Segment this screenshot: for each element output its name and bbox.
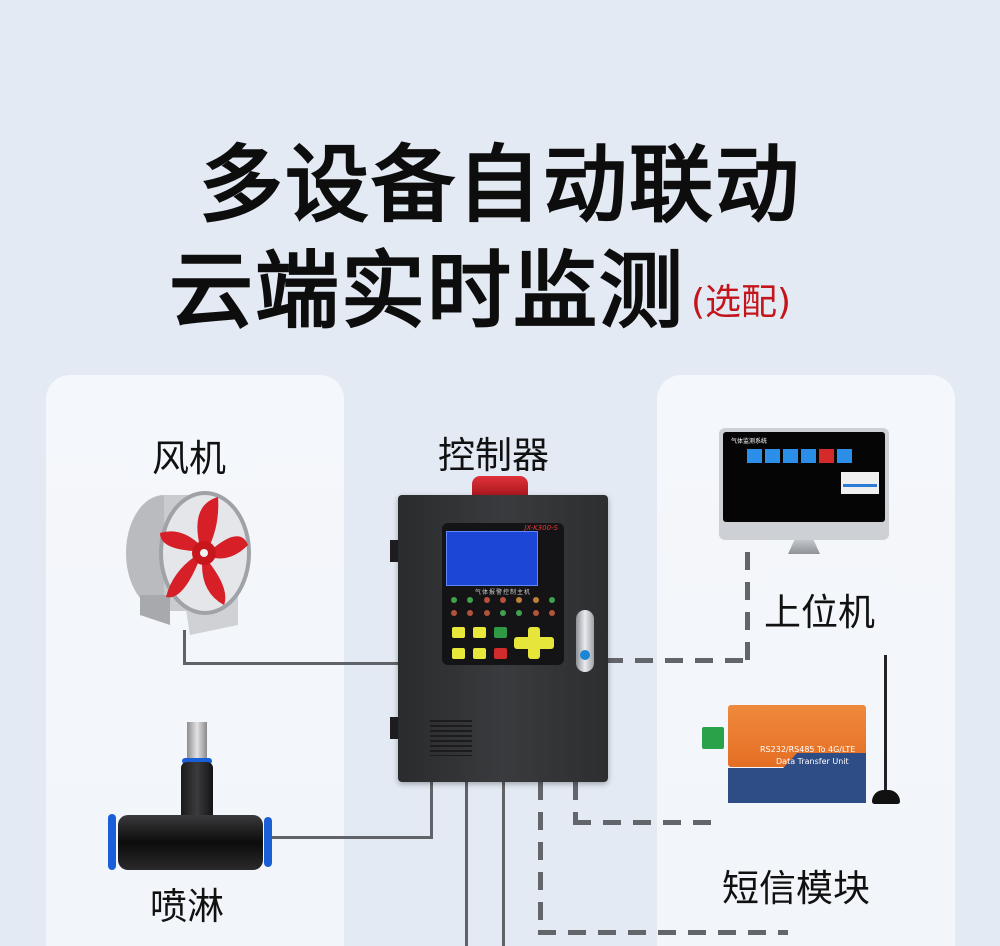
led-icon <box>451 597 458 603</box>
query-key-icon <box>452 627 465 638</box>
optional-note: (选配) <box>690 282 792 323</box>
side-latch-bottom <box>390 717 398 739</box>
fan-connector-vertical <box>183 630 186 665</box>
led-icon <box>499 610 506 616</box>
confirm-key-icon <box>494 627 507 638</box>
sprinkler-label: 喷淋 <box>150 885 224 928</box>
monitoring-software-screen: 气体监测系统 <box>723 432 885 522</box>
led-icon <box>467 597 474 603</box>
antenna-base <box>872 790 900 804</box>
sensor-tile-alarm <box>819 449 834 463</box>
headline-line-2-text: 云端实时监测 <box>168 242 685 340</box>
led-icon <box>483 610 490 616</box>
sms-dtu-module: RS232/RS485 To 4G/LTE Data Transfer Unit <box>728 705 866 805</box>
dtu-product-line-2: Data Transfer Unit <box>776 757 849 766</box>
side-latch-top <box>390 540 398 562</box>
host-pc-monitor: 气体监测系统 <box>719 428 889 540</box>
led-icon <box>516 610 523 616</box>
direction-pad-icon <box>514 627 554 659</box>
led-icon <box>467 610 474 616</box>
popup-dialog <box>841 472 879 494</box>
model-number: JX-K300-S <box>524 524 558 532</box>
led-icon <box>451 610 458 616</box>
alarm-beacon <box>472 476 528 498</box>
led-icon <box>516 597 523 603</box>
spray-nozzle-image <box>106 722 276 870</box>
mute-key-icon <box>473 648 486 659</box>
controller-front-panel: JX-K300-S 气体报警控制主机 <box>442 523 564 665</box>
sensor-tile <box>837 449 852 463</box>
sensor-tiles <box>747 449 852 463</box>
software-title: 气体监测系统 <box>731 438 768 445</box>
fan-label: 风机 <box>152 437 226 480</box>
reset-key-icon <box>452 648 465 659</box>
led-icon <box>532 610 539 616</box>
dashed-connector-down-3 <box>538 782 543 932</box>
terminal-block <box>702 727 724 749</box>
dashed-connector-sms-horizontal <box>573 820 723 825</box>
speaker-grill <box>430 720 472 756</box>
sms-module-label: 短信模块 <box>722 867 870 910</box>
headline-line-2: 云端实时监测(选配) <box>0 224 980 345</box>
led-icon <box>548 597 555 603</box>
sensor-tile <box>801 449 816 463</box>
headline-line-1: 多设备自动联动 <box>198 136 801 234</box>
host-pc-label: 上位机 <box>764 591 875 634</box>
cancel-key-icon <box>494 648 507 659</box>
connector-down-1 <box>465 780 468 946</box>
led-icon <box>548 610 555 616</box>
dashed-connector-pc-vertical <box>745 552 750 664</box>
status-leds <box>446 597 560 616</box>
monitor-stand <box>788 540 820 554</box>
led-icon <box>499 597 506 603</box>
sprinkler-connector-vertical <box>430 780 433 839</box>
connector-down-2 <box>502 780 505 946</box>
sensor-tile <box>747 449 762 463</box>
function-keys <box>452 627 507 659</box>
dashed-connector-bottom <box>538 930 788 935</box>
dtu-product-line-1: RS232/RS485 To 4G/LTE <box>760 745 856 754</box>
led-icon <box>483 597 490 603</box>
led-icon <box>532 597 539 603</box>
controller-label: 控制器 <box>438 434 549 477</box>
lcd-screen <box>446 531 538 586</box>
sensor-tile <box>765 449 780 463</box>
gas-alarm-controller: JX-K300-S 气体报警控制主机 <box>390 495 608 782</box>
dashed-connector-sms-vertical <box>573 782 578 824</box>
controller-panel-title: 气体报警控制主机 <box>474 589 531 596</box>
settings-key-icon <box>473 627 486 638</box>
sprinkler-connector-horizontal <box>270 836 432 839</box>
sensor-tile <box>783 449 798 463</box>
dashed-connector-pc-horizontal <box>605 658 750 663</box>
door-handle-lock-icon <box>576 610 594 672</box>
antenna-icon <box>884 655 887 795</box>
fan-connector-horizontal <box>183 662 401 665</box>
axial-fan-image <box>126 491 251 635</box>
